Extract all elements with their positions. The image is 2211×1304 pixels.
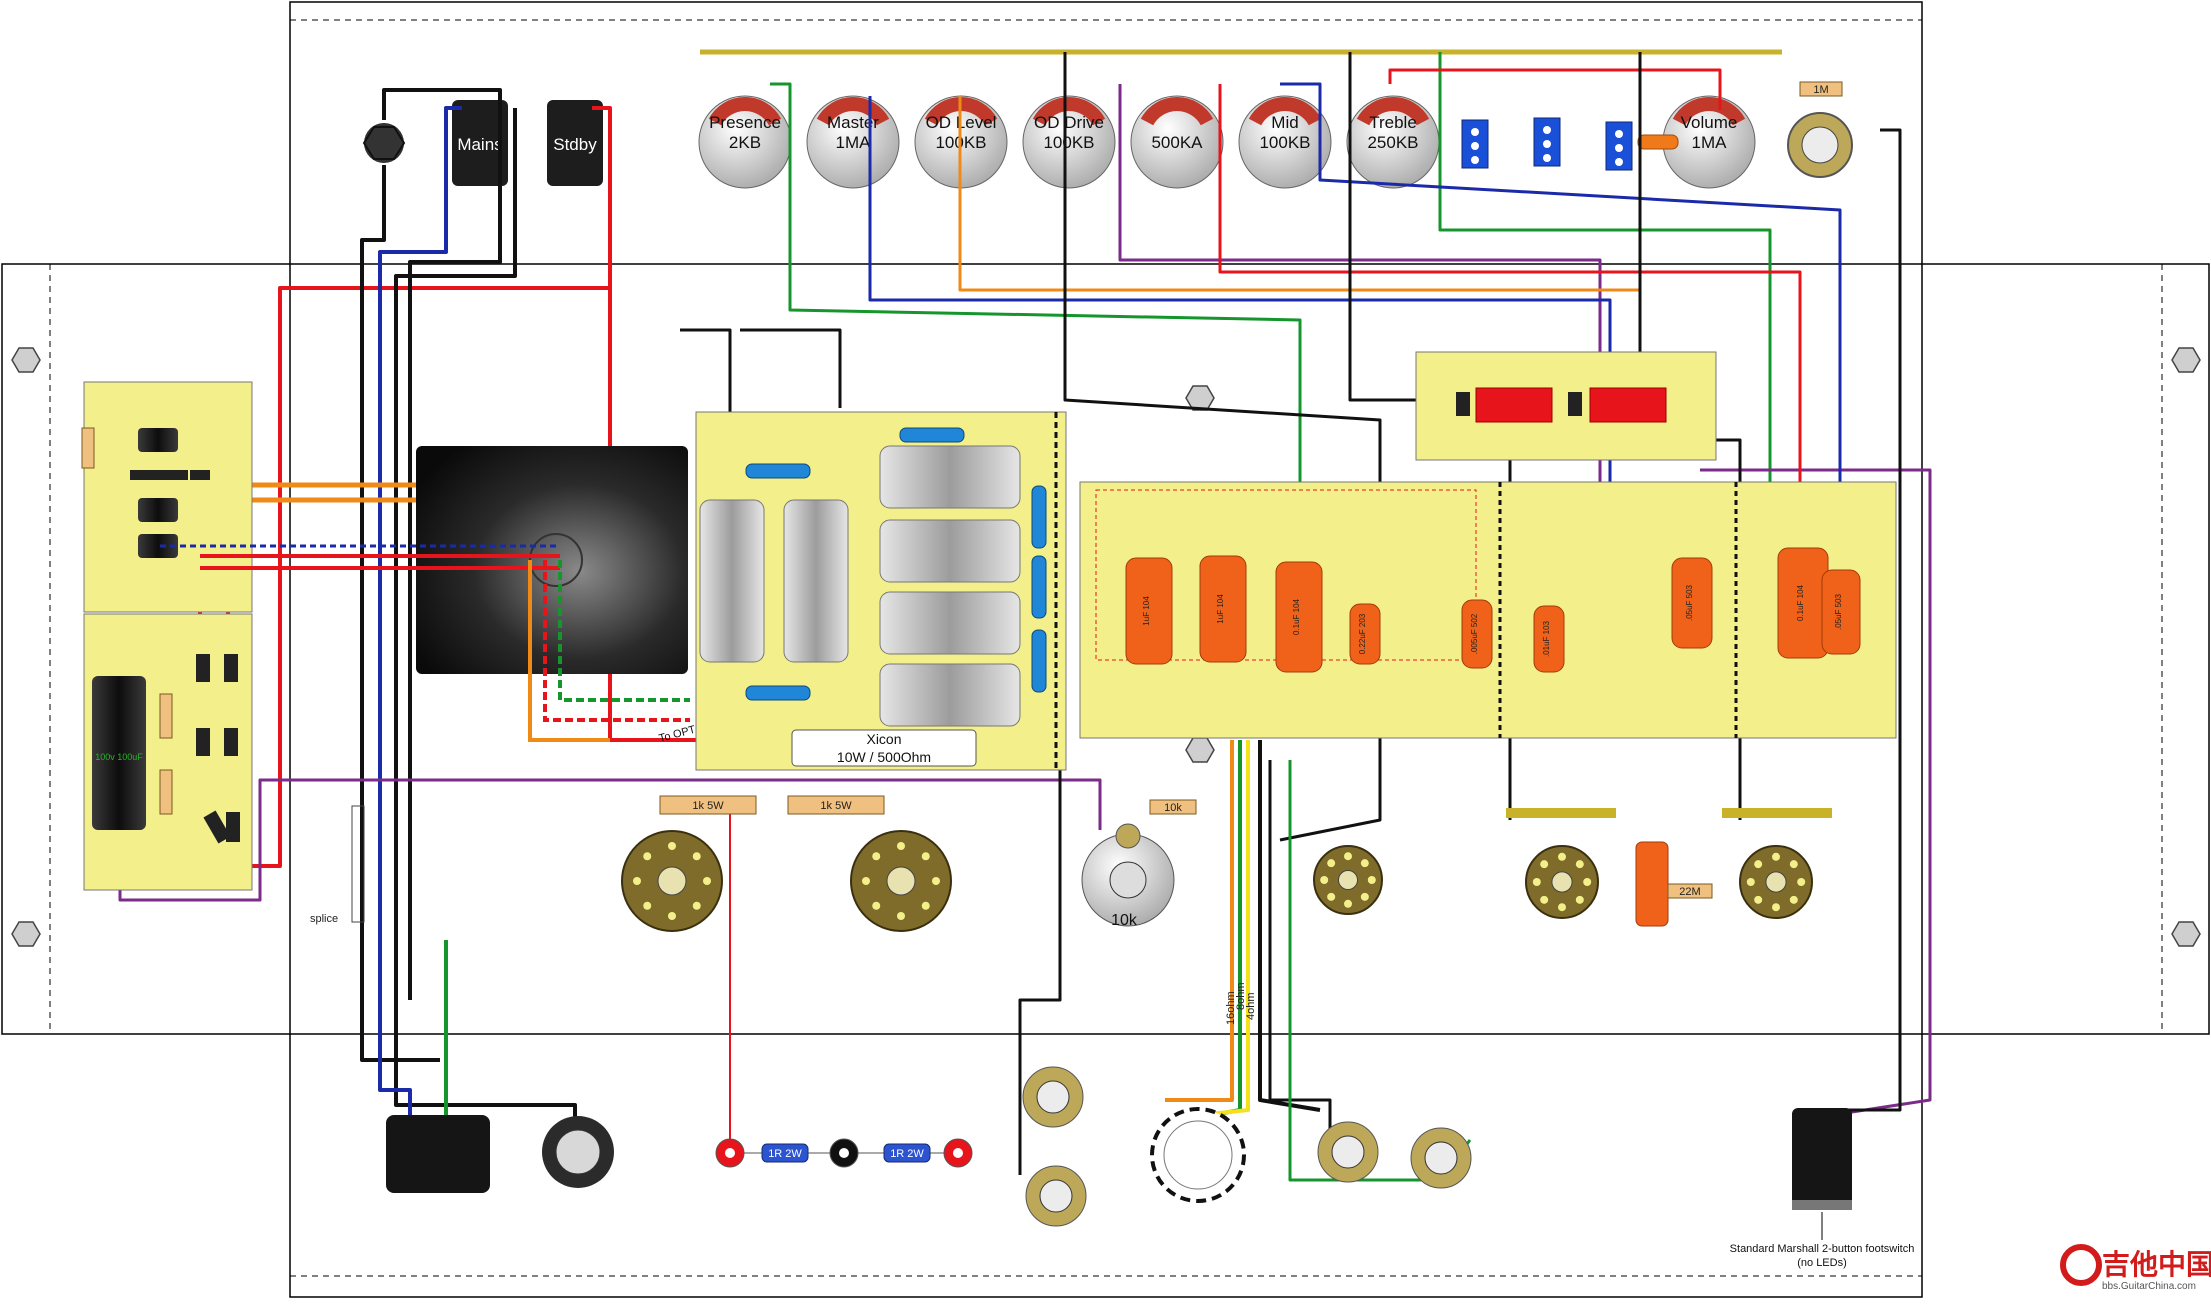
mains-switch[interactable]: Mains (452, 100, 508, 186)
footswitch-caption-2: (no LEDs) (1797, 1257, 1847, 1269)
preamp-cap-label: 0.22uF 203 (1358, 613, 1367, 654)
pot-treble-value: 250KB (1367, 133, 1418, 152)
pot-treble-label: Treble (1369, 113, 1417, 132)
speaker-tap-labels: 16ohm 8ohm 4ohm (1225, 982, 1257, 1025)
filament-board (81, 381, 253, 613)
pot-volume-value: 1MA (1692, 133, 1728, 152)
splice-label: splice (310, 913, 338, 925)
xfmr-label-2: 10W / 500Ohm (837, 749, 931, 765)
pot-presence-value: 2KB (729, 133, 761, 152)
pot-presence-label: Presence (709, 113, 781, 132)
speaker-jack-main[interactable] (542, 1116, 614, 1188)
pot-od_drive-value: 100KB (1043, 133, 1094, 152)
preamp-cap-label: 0.1uF 104 (1292, 598, 1301, 635)
screen-resistor-2: 1k 5W (820, 800, 852, 812)
pot-gain[interactable]: 500KA (1130, 95, 1224, 189)
standby-switch-label: Stdby (553, 135, 597, 154)
preamp-cap-label: .05uF 503 (1685, 584, 1694, 621)
pot-master-value: 1MA (836, 133, 872, 152)
mid-boost-section: 22M (1506, 808, 1832, 927)
screen-resistor-1: 1k 5W (692, 800, 724, 812)
preamp-cap-label: 1uF 104 (1216, 594, 1225, 624)
tube-socket-5 (1739, 845, 1813, 919)
tag-strips (1461, 117, 1679, 171)
bias-resistor-label: 10k (1164, 802, 1182, 814)
output-jacks[interactable] (1022, 1066, 1472, 1227)
svg-text:100v 100uF: 100v 100uF (95, 752, 143, 762)
tube-socket-3 (1313, 845, 1383, 915)
brand-logo: 吉他中国 bbs.GuitarChina.com (2060, 1244, 2211, 1292)
bias-pot-label: 10k (1111, 912, 1138, 929)
pot-volume-label: Volume (1681, 113, 1738, 132)
input-resistor-label: 1M (1813, 84, 1828, 96)
preamp-cap-label: 0.1uF 104 (1796, 584, 1805, 621)
preamp-cap (1821, 569, 1861, 655)
pot-gain-value: 500KA (1151, 133, 1203, 152)
preamp-cap (1533, 605, 1565, 673)
splice-marker (351, 805, 365, 923)
brand-text: 吉他中国 (2102, 1248, 2211, 1281)
preamp-cap (1125, 557, 1173, 665)
iec-inlet[interactable] (386, 1115, 490, 1193)
pot-mid-label: Mid (1271, 113, 1298, 132)
rectifier-board: 100v 100uF (83, 613, 253, 891)
preamp-cap-label: .005uF 502 (1470, 613, 1479, 654)
preamp-cap (1275, 561, 1323, 673)
footswitch-jack[interactable] (1792, 1108, 1852, 1240)
tube-sockets (621, 830, 1813, 932)
tap-4ohm: 4ohm (1245, 992, 1257, 1020)
tap-8ohm: 8ohm (1235, 982, 1247, 1010)
tube-socket-4 (1525, 845, 1599, 919)
standby-switch[interactable]: Stdby (547, 100, 603, 186)
preamp-cap (1349, 603, 1381, 665)
bias-board (1415, 351, 1717, 461)
mains-switch-label: Mains (457, 135, 502, 154)
pot-master-label: Master (827, 113, 879, 132)
xfmr-label-1: Xicon (866, 731, 901, 747)
cathode-resistors: 1R 2W 1R 2W (715, 1138, 973, 1168)
impedance-selector[interactable] (1150, 1107, 1246, 1203)
preamp-cap-label: 1uF 104 (1142, 596, 1151, 626)
footswitch-caption-1: Standard Marshall 2-button footswitch (1730, 1243, 1915, 1255)
cathode-resistor-1: 1R 2W (768, 1148, 802, 1160)
input-jack[interactable]: 1M (1787, 81, 1853, 178)
bias-pot[interactable]: 10k 10k (1081, 799, 1197, 929)
preamp-cap (1199, 555, 1247, 663)
preamp-cap (1671, 557, 1713, 649)
pot-mid-value: 100KB (1259, 133, 1310, 152)
tube-socket-1 (621, 830, 723, 932)
screen-resistors: 1k 5W 1k 5W (659, 795, 885, 815)
tap-16ohm: 16ohm (1225, 991, 1237, 1025)
preamp-caps: 1uF 104 1uF 104 0.1uF 104 0.22uF 203 .005uF … (1125, 547, 1861, 673)
pot-od_drive-label: OD Drive (1034, 113, 1104, 132)
cathode-resistor-2: 1R 2W (890, 1148, 924, 1160)
psu-board: Xicon 10W / 500Ohm To OPT (658, 411, 1067, 771)
resistor-22m: 22M (1679, 886, 1700, 898)
tube-socket-2 (850, 830, 952, 932)
mounting-nuts (11, 347, 2201, 947)
power-transformer (160, 446, 690, 742)
fuse-holder[interactable] (362, 123, 406, 163)
preamp-cap-label: .01uF 103 (1542, 620, 1551, 657)
brand-url: bbs.GuitarChina.com (2102, 1281, 2196, 1292)
preamp-cap (1461, 599, 1493, 669)
preamp-cap-label: .05uF 503 (1834, 593, 1843, 630)
